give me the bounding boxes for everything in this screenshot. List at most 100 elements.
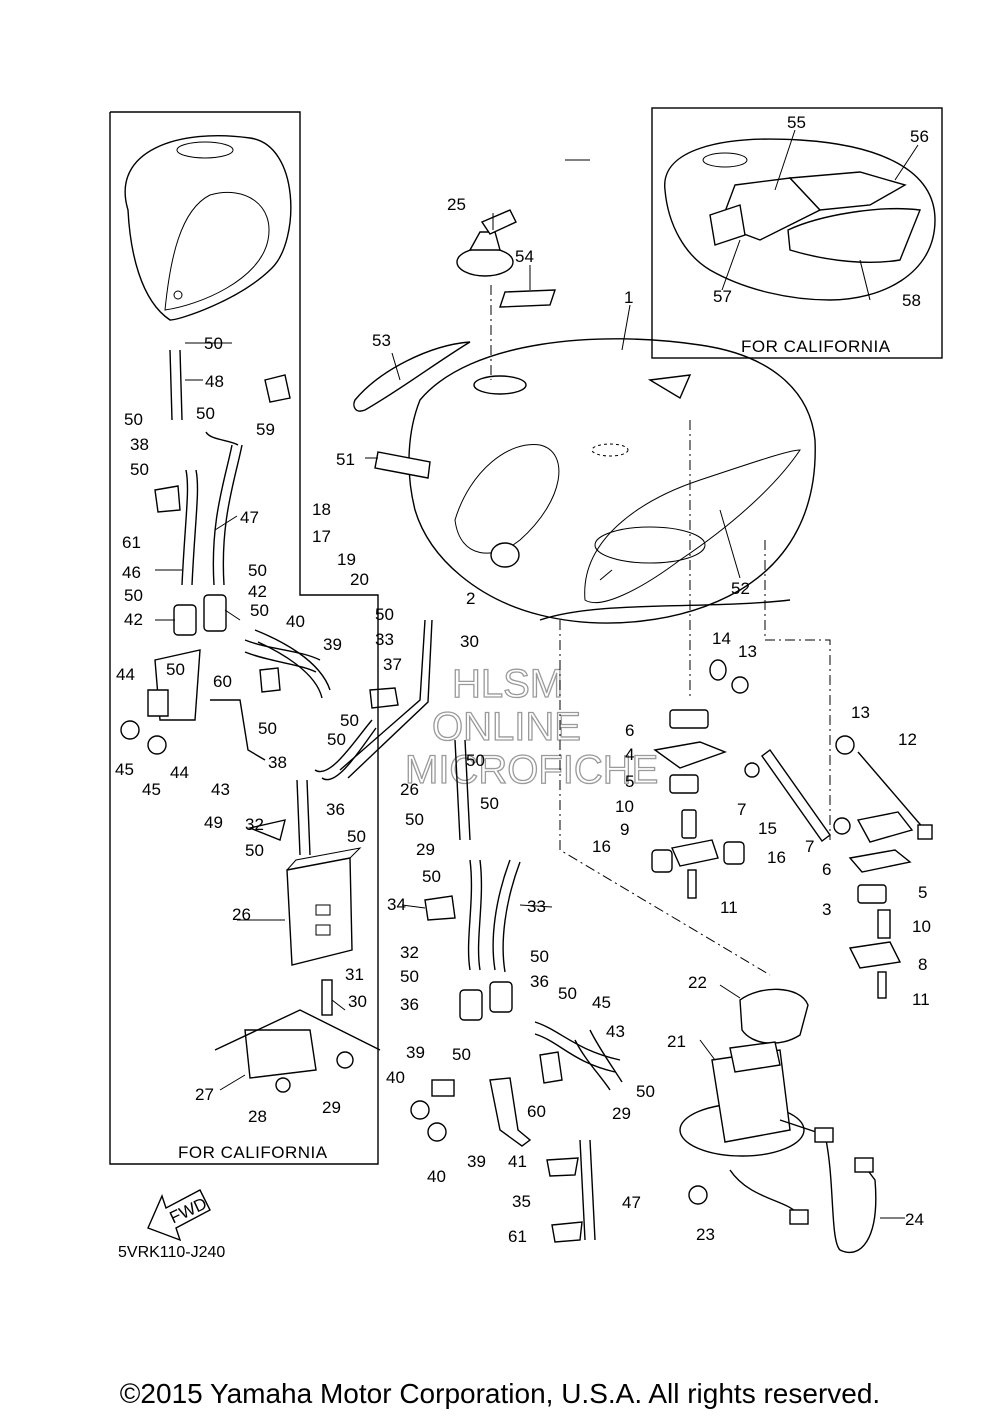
callout-9: 9 (620, 820, 629, 839)
callout-32: 32 (400, 943, 419, 962)
callout-57: 57 (713, 287, 732, 306)
callout-50: 50 (422, 867, 441, 886)
callout-54: 54 (515, 247, 534, 266)
callout-61: 61 (508, 1227, 527, 1246)
fuel-pump-assembly (679, 988, 877, 1254)
diagram-code: 5VRK110-J240 (118, 1244, 226, 1261)
california-caption-left: FOR CALIFORNIA (178, 1143, 328, 1162)
callout-36: 36 (530, 972, 549, 991)
callout-33: 33 (527, 897, 546, 916)
callout-50: 50 (124, 586, 143, 605)
callout-11: 11 (912, 990, 930, 1009)
copyright-notice: ©2015 Yamaha Motor Corporation, U.S.A. A… (119, 1378, 881, 1409)
callout-38: 38 (268, 753, 287, 772)
callout-50: 50 (480, 794, 499, 813)
callout-29: 29 (322, 1098, 341, 1117)
fuel-cap (456, 209, 517, 380)
callout-41: 41 (508, 1152, 527, 1171)
callout-40: 40 (286, 612, 305, 631)
callout-55: 55 (787, 113, 806, 132)
callout-17: 17 (312, 527, 331, 546)
callout-10: 10 (615, 797, 634, 816)
tank-outline-california (664, 138, 936, 301)
callout-35: 35 (512, 1192, 531, 1211)
callout-10: 10 (912, 917, 931, 936)
callout-14: 14 (712, 629, 731, 648)
callout-7: 7 (805, 837, 814, 856)
callout-36: 36 (326, 800, 345, 819)
callout-26: 26 (400, 780, 419, 799)
callout-49: 49 (204, 813, 223, 832)
callout-56: 56 (910, 127, 929, 146)
callout-22: 22 (688, 973, 707, 992)
callout-52: 52 (731, 579, 750, 598)
callout-5: 5 (625, 772, 634, 791)
callout-32: 32 (245, 815, 264, 834)
callout-61: 61 (122, 533, 141, 552)
callout-40: 40 (386, 1068, 405, 1087)
callout-44: 44 (170, 763, 189, 782)
callout-50: 50 (340, 711, 359, 730)
callout-50: 50 (196, 404, 215, 423)
callout-50: 50 (375, 605, 394, 624)
callout-33: 33 (375, 630, 394, 649)
callout-27: 27 (195, 1085, 214, 1104)
tank-outline-small-left (124, 135, 292, 321)
callout-48: 48 (205, 372, 224, 391)
callout-30: 30 (348, 992, 367, 1011)
callout-45: 45 (142, 780, 161, 799)
callout-50: 50 (405, 810, 424, 829)
callout-58: 58 (902, 291, 921, 310)
callout-numbers: 1 2 3 4 5 5 6 6 7 7 8 9 10 10 11 11 12 1… (115, 113, 931, 1246)
california-evap-frame-left: FOR CALIFORNIA (109, 111, 379, 1165)
callout-18: 18 (312, 500, 331, 519)
callout-34: 34 (387, 895, 406, 914)
callout-30: 30 (460, 632, 479, 651)
callout-50: 50 (636, 1082, 655, 1101)
callout-21: 21 (667, 1032, 686, 1051)
callout-5: 5 (918, 883, 927, 902)
watermark-line-1: HLSM (452, 662, 563, 706)
callout-50: 50 (130, 460, 149, 479)
callout-39: 39 (323, 635, 342, 654)
callout-42: 42 (248, 582, 267, 601)
callout-39: 39 (467, 1152, 486, 1171)
callout-43: 43 (606, 1022, 625, 1041)
callout-4: 4 (625, 745, 634, 764)
leader-lines (155, 129, 919, 1219)
callout-25: 25 (447, 195, 466, 214)
callout-29: 29 (612, 1104, 631, 1123)
callout-16: 16 (592, 837, 611, 856)
callout-8: 8 (918, 955, 927, 974)
watermark: HLSM ONLINE MICROFICHE (404, 661, 659, 792)
callout-23: 23 (696, 1225, 715, 1244)
callout-28: 28 (248, 1107, 267, 1126)
callout-37: 37 (383, 655, 402, 674)
callout-2: 2 (466, 589, 475, 608)
callout-20: 20 (350, 570, 369, 589)
california-tank-frame-right: FOR CALIFORNIA (651, 107, 943, 359)
california-caption-right: FOR CALIFORNIA (741, 337, 891, 356)
charcoal-canister-left (214, 619, 433, 1093)
callout-6: 6 (625, 721, 634, 740)
callout-59: 59 (256, 420, 275, 439)
callout-15: 15 (758, 819, 777, 838)
callout-50: 50 (558, 984, 577, 1003)
tank-accessories (353, 289, 556, 568)
watermark-line-3: MICROFICHE (405, 748, 658, 792)
callout-29: 29 (416, 840, 435, 859)
callout-45: 45 (115, 760, 134, 779)
callout-7: 7 (737, 800, 746, 819)
callout-11: 11 (720, 898, 738, 917)
callout-26: 26 (232, 905, 251, 924)
callout-50: 50 (452, 1045, 471, 1064)
callout-43: 43 (211, 780, 230, 799)
callout-46: 46 (122, 563, 141, 582)
callout-36: 36 (400, 995, 419, 1014)
callout-13: 13 (738, 642, 757, 661)
fwd-arrow-icon: FWD (147, 1189, 211, 1242)
callout-50: 50 (347, 827, 366, 846)
callout-50: 50 (124, 410, 143, 429)
callout-51: 51 (336, 450, 355, 469)
